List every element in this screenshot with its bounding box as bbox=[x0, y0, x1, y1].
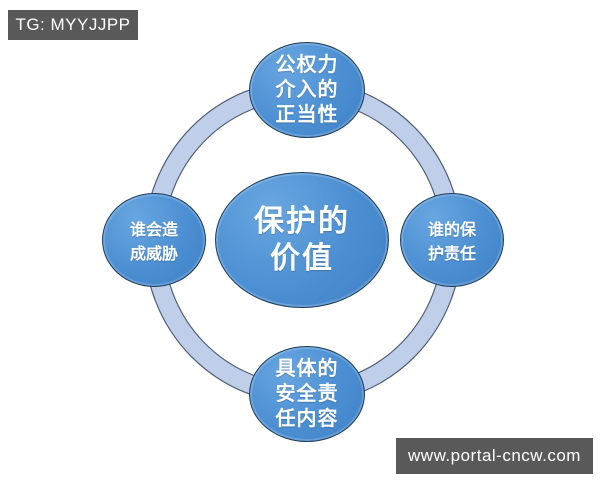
node-top-label: 公权力 介入的 正当性 bbox=[275, 53, 339, 126]
node-center: 保护的 价值 bbox=[215, 172, 389, 308]
node-right: 谁的保 护责任 bbox=[400, 193, 504, 287]
node-center-label: 保护的 价值 bbox=[254, 205, 350, 275]
site-watermark-label: www.portal-cncw.com bbox=[396, 438, 593, 474]
node-bottom-label: 具体的 安全责 任内容 bbox=[275, 357, 339, 430]
node-bottom: 具体的 安全责 任内容 bbox=[249, 346, 365, 442]
node-left: 谁会造 成威胁 bbox=[102, 193, 206, 287]
node-left-label: 谁会造 成威胁 bbox=[129, 222, 178, 263]
node-top: 公权力 介入的 正当性 bbox=[249, 42, 365, 138]
tg-watermark-label: TG: MYYJJPP bbox=[8, 10, 138, 40]
node-right-label: 谁的保 护责任 bbox=[427, 222, 476, 263]
